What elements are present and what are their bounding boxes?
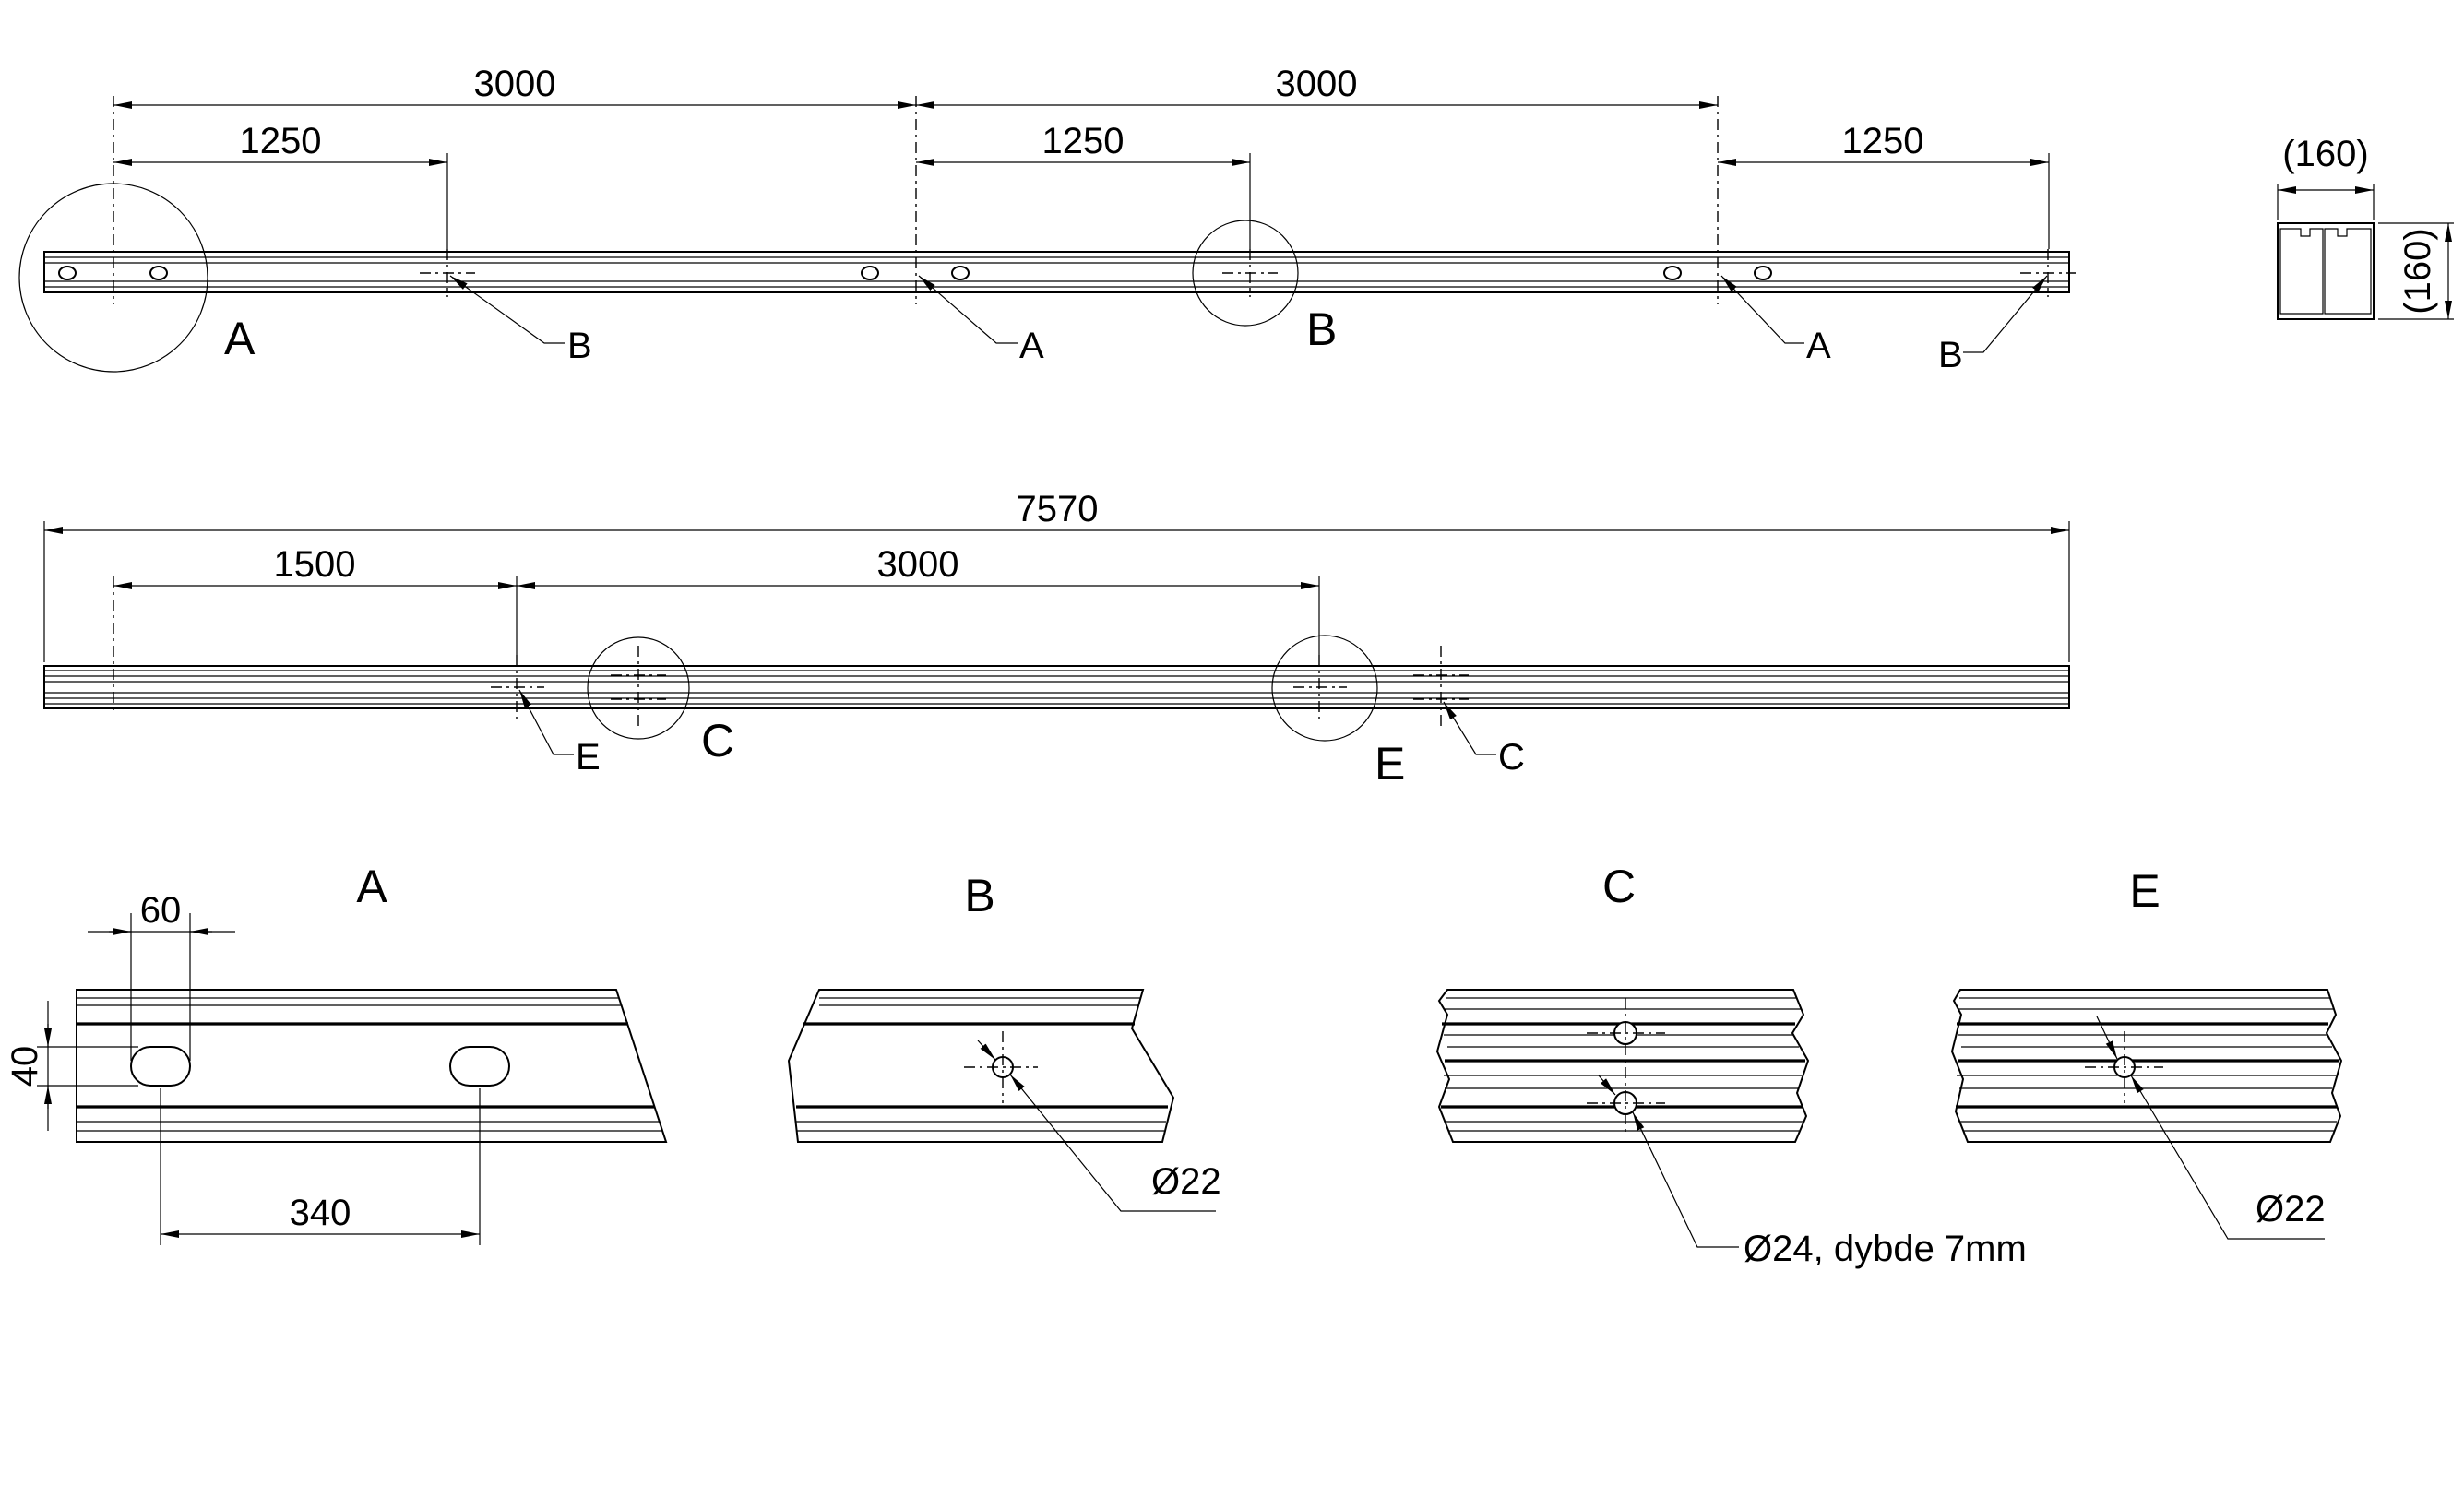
slot-1 bbox=[130, 1046, 191, 1087]
hole-label-b: Ø22 bbox=[1151, 1161, 1221, 1202]
detail-a-title: A bbox=[356, 861, 387, 912]
slot bbox=[149, 266, 168, 280]
hole-label-e: Ø22 bbox=[2256, 1189, 2326, 1230]
callout-a-leader-1: A bbox=[1019, 326, 1044, 366]
dim-spacing-2: 3000 bbox=[1276, 64, 1358, 104]
dim-slot-width: 60 bbox=[140, 890, 182, 931]
detail-b: B Ø22 bbox=[787, 870, 1221, 1212]
dim-slot-height: 40 bbox=[5, 1046, 45, 1087]
detail-circle-e bbox=[1271, 635, 1378, 742]
side-beam bbox=[43, 646, 2070, 729]
callout-e-large: E bbox=[1375, 738, 1405, 790]
dim-offset-2: 1250 bbox=[1042, 121, 1125, 161]
side-view: 7570 1500 3000 C E E C bbox=[43, 489, 2070, 790]
callout-b-leader-2: B bbox=[1938, 335, 1963, 375]
dim-spacing-1: 3000 bbox=[474, 64, 556, 104]
dim-offset-3: 1250 bbox=[1842, 121, 1924, 161]
callout-c-leader: C bbox=[1498, 737, 1525, 778]
top-view: 3000 3000 1250 1250 1250 A B B A A B ( bbox=[18, 64, 2454, 375]
dim-section-height: (160) bbox=[2398, 228, 2438, 314]
dim-spacing: 3000 bbox=[877, 544, 959, 585]
cross-section: (160) (160) bbox=[2277, 134, 2454, 320]
slot bbox=[951, 266, 970, 280]
detail-e-title: E bbox=[2129, 865, 2160, 917]
dim-offset-1: 1250 bbox=[240, 121, 322, 161]
detail-c-title: C bbox=[1602, 861, 1636, 912]
callout-b-leader-1: B bbox=[567, 326, 592, 366]
slot bbox=[1663, 266, 1682, 280]
dim-start: 1500 bbox=[274, 544, 356, 585]
detail-e: E Ø22 bbox=[1950, 865, 2343, 1240]
dim-slot-spacing: 340 bbox=[290, 1193, 351, 1233]
callout-e-leader: E bbox=[576, 737, 601, 778]
callout-b-large: B bbox=[1306, 303, 1337, 355]
dim-section-width: (160) bbox=[2282, 134, 2368, 174]
detail-circle-b bbox=[1192, 220, 1299, 327]
slot bbox=[1754, 266, 1772, 280]
detail-a: A 60 40 340 bbox=[5, 861, 668, 1245]
detail-b-title: B bbox=[964, 870, 994, 921]
callout-c-large: C bbox=[701, 715, 734, 766]
dim-total-length: 7570 bbox=[1017, 489, 1099, 529]
callout-a-large: A bbox=[224, 313, 256, 364]
detail-c: C Ø24, dybde 7mm bbox=[1435, 861, 2027, 1269]
slot bbox=[861, 266, 879, 280]
detail-circle-c bbox=[587, 636, 690, 740]
hole-label-c: Ø24, dybde 7mm bbox=[1744, 1229, 2027, 1269]
detail-circle-a bbox=[18, 183, 208, 373]
callout-a-leader-2: A bbox=[1806, 326, 1831, 366]
slot bbox=[58, 266, 77, 280]
top-beam bbox=[43, 249, 2076, 297]
slot-2 bbox=[449, 1046, 510, 1087]
